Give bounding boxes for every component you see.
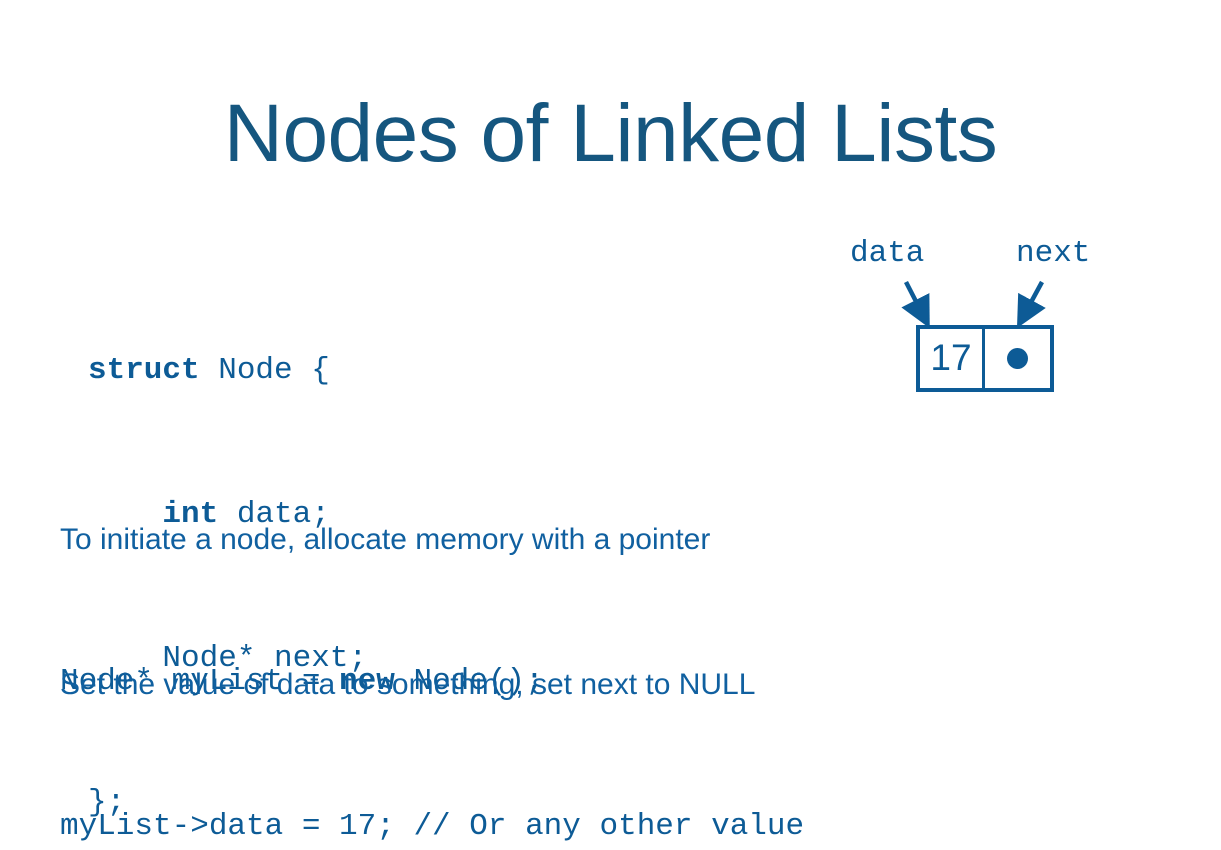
page-title: Nodes of Linked Lists (223, 88, 998, 179)
code-block-assign: myList->data = 17; // Or any other value… (60, 707, 804, 850)
code-line-new-node: Node* myList = new Node(); (60, 658, 544, 706)
code-block-allocate: Node* myList = new Node(); (60, 562, 544, 802)
node-diagram: data next 17 (820, 232, 1160, 407)
code-line-struct-close: }; (88, 785, 126, 820)
pointer-dot-icon (1007, 348, 1028, 369)
code-line-int-data: int data; (88, 491, 367, 539)
keyword-new: new (339, 664, 395, 699)
code-text-prefix: Node* myList = (60, 664, 340, 699)
code-line-node-next: Node* next; (88, 641, 368, 676)
keyword-int: int (162, 497, 219, 532)
code-text-suffix: Node(); (394, 664, 544, 699)
diagram-label-data: data (850, 236, 925, 271)
diagram-arrows (901, 280, 1046, 329)
struct-code-block: struct Node { int data; Node* next; }; (88, 251, 367, 850)
diagram-label-next: next (1016, 236, 1091, 271)
struct-name-text: Node { (199, 353, 330, 388)
arrow-data-to-cell (901, 280, 930, 329)
prose-initiate-node: To initiate a node, allocate memory with… (60, 523, 711, 556)
code-line-assign-data: myList->data = 17; // Or any other value (60, 809, 805, 844)
code-line-struct-open: struct Node { (88, 347, 367, 395)
member-data-text: data; (218, 497, 330, 532)
node-box: 17 (916, 325, 1054, 392)
node-cell-next (985, 329, 1050, 388)
arrow-next-to-cell (1016, 280, 1046, 329)
prose-set-values: Set the value of data to something, set … (60, 668, 756, 701)
node-cell-data: 17 (920, 329, 985, 388)
keyword-struct: struct (88, 353, 200, 388)
